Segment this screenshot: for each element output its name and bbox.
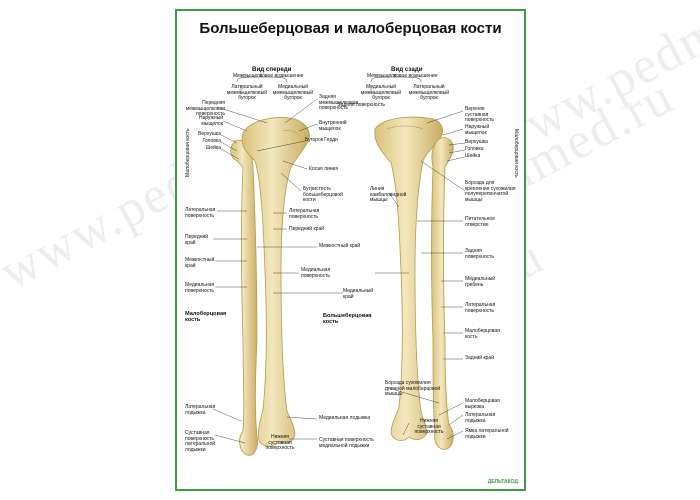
front-right-label-4: Бугристость большеберцовой кости <box>303 186 343 204</box>
front-vertical-label: Малоберцовая кость <box>185 128 191 177</box>
front-right-label-11: Медиальная лодыжка <box>319 415 371 421</box>
back-right-label-14: Ямка латеральной лодыжки <box>465 428 509 440</box>
front-top-label-1: Латеральный межмыщелковый бугорок <box>226 84 268 102</box>
bones-illustration <box>212 74 466 456</box>
front-left-label-11: Суставная поверхность латеральной лодыжк… <box>185 430 216 453</box>
back-view <box>374 116 454 450</box>
back-right-label-9: Латеральная поверхность <box>465 302 496 314</box>
back-right-label-7: Задняя поверхность <box>465 248 495 260</box>
front-bottom-label: Нижняя суставная поверхность <box>265 434 295 452</box>
back-vertical-label: Малоберцовая кость <box>513 129 519 178</box>
front-view <box>230 117 310 456</box>
back-header: Вид сзади <box>391 66 423 73</box>
back-left-label-1: Линия камбаловидной мышцы <box>370 186 407 204</box>
back-left-label-0: Задняя поверхность <box>337 102 385 108</box>
front-sub: Межмыщелковое возвышение <box>233 73 304 79</box>
back-right-label-12: Малоберцовая вырезка <box>465 398 500 410</box>
front-left-label-4: Шейка <box>205 145 221 151</box>
front-right-label-8: Медиальная поверхность <box>301 267 331 279</box>
back-right-label-10: Малоберцовая кость <box>465 328 500 340</box>
front-right-label-1: Внутренний мыщелок <box>319 120 347 132</box>
back-right-label-13: Латеральная лодыжка <box>465 412 496 424</box>
front-header: Вид спереди <box>252 66 292 73</box>
back-right-label-2: Верхушка <box>465 139 488 145</box>
front-left-label-0: Передняя межмыщелковая поверхность <box>185 100 225 118</box>
front-right-label-5: Латеральная поверхность <box>289 208 320 220</box>
leader-lines <box>212 85 466 444</box>
front-right-label-6: Передний край <box>289 226 325 232</box>
back-right-label-6: Питательное отверстие <box>465 216 495 228</box>
back-top-label-1: Медиальный межмыщелковый бугорок <box>360 84 402 102</box>
poster: Большеберцовая и малоберцовая кости <box>175 9 526 491</box>
back-left-label-2: Бороздa сухожилия длинной малоберцовой м… <box>385 380 441 398</box>
front-right-label-2: Бугорок Герди <box>305 137 338 143</box>
front-right-label-12: Суставная поверхность медиальной лодыжки <box>319 437 374 449</box>
front-left-label-3: Головка <box>202 138 221 144</box>
back-right-label-0: Верхняя суставная поверхность <box>465 106 495 124</box>
front-left-label-8: Медиальная поверхность <box>185 282 215 294</box>
front-right-label-9: Медиальный край <box>343 288 374 300</box>
back-right-label-8: Медиальный гребень <box>465 276 496 288</box>
back-sub: Межмыщелковое возвышение <box>367 73 438 79</box>
front-tibia <box>241 117 310 447</box>
back-right-label-1: Наружный мыщелок <box>465 124 490 136</box>
front-left-label-1: Наружный мыщелок <box>198 115 223 127</box>
front-top-label-2: Медиальный межмыщелковый бугорок <box>272 84 314 102</box>
back-top-label-2: Латеральный межмыщелковый бугорок <box>408 84 450 102</box>
back-right-label-4: Шейка <box>465 153 481 159</box>
front-left-label-2: Верхушка <box>198 131 221 137</box>
front-right-label-3: Косая линия <box>309 166 339 172</box>
back-right-label-3: Головка <box>465 146 484 152</box>
back-right-label-11: Задний край <box>465 355 494 361</box>
front-right-label-0: Задняя межмыщелковая поверхность <box>319 94 359 112</box>
front-left-label-5: Латеральная поверхность <box>185 207 216 219</box>
back-left-label-3: Нижняя суставная поверхность <box>414 418 444 436</box>
back-fibula <box>431 137 454 450</box>
front-fibula <box>230 139 258 456</box>
poster-title: Большеберцовая и малоберцовая кости <box>199 20 502 37</box>
front-right-label-10: Большеберцовая кость <box>323 313 372 325</box>
publisher-logo: ДЕЛЬТАКОД <box>487 479 518 485</box>
front-left-label-10: Латеральная лодыжка <box>185 404 216 416</box>
front-left-label-6: Передний край <box>185 234 209 246</box>
back-right-label-5: Борозда для крепления сухожилия полупере… <box>465 180 516 203</box>
front-left-label-7: Межкостный край <box>185 257 215 269</box>
front-left-label-9: Малоберцовая кость <box>185 311 227 323</box>
front-right-label-7: Межкостный край <box>319 243 361 249</box>
